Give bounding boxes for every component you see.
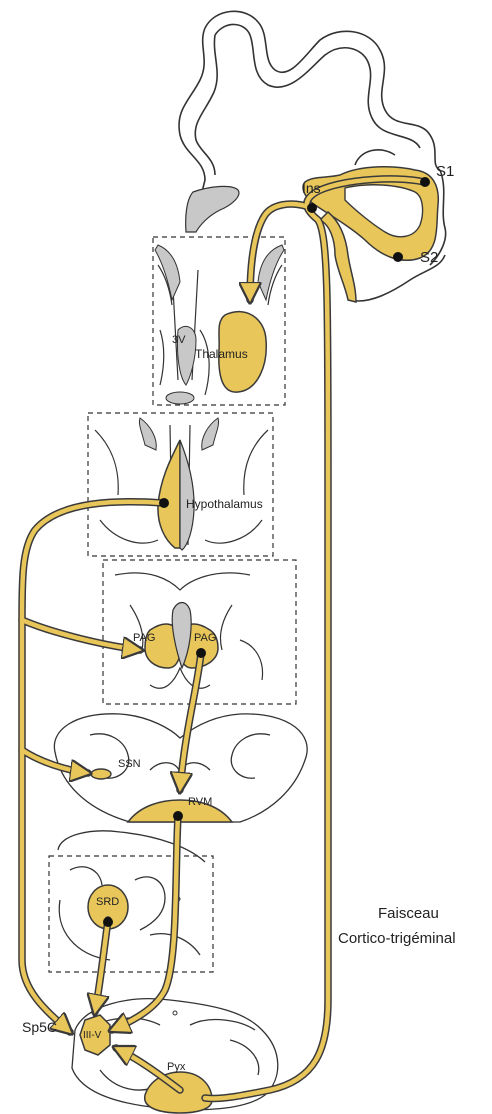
node-s1 [420,177,430,187]
node-hypothalamus [159,498,169,508]
grey-ventricle-left [155,245,180,300]
medulla-section-outline [58,831,205,960]
label-hypothalamus: Hypothalamus [186,497,263,511]
label-tract-line1: Faisceau [378,905,439,922]
label-s1: S1 [436,163,454,180]
node-pag [196,648,206,658]
label-rvm: RVM [188,796,212,808]
label-pyx: Pyx [167,1061,186,1073]
label-ins: Ins [302,180,321,196]
small-dot-marker-2 [173,1011,177,1015]
hypothalamus-grey [180,440,194,550]
node-s2 [393,252,403,262]
grey-hypo-right [202,418,219,450]
label-ssn: SSN [118,758,141,770]
label-srd: SRD [96,896,119,908]
label-thalamus: Thalamus [195,347,248,361]
label-iii-v: III-V [83,1030,102,1041]
label-pag-left: PAG [133,632,155,644]
hypothalamus-region [158,440,180,548]
grey-blob-bottom [166,392,194,404]
label-tract-line2: Cortico-trigéminal [338,930,456,947]
node-ins [307,203,317,213]
lateral-ventricle-top [186,186,239,232]
label-sp5c: Sp5C [22,1019,57,1035]
node-rvm [173,811,183,821]
grey-hypo-left [139,418,156,450]
label-pag-right: PAG [194,632,216,644]
label-3v: 3V [172,334,186,346]
section-box-srd [49,856,213,972]
node-srd [103,917,113,927]
ssn-region [91,769,111,779]
label-s2: S2 [420,249,438,266]
